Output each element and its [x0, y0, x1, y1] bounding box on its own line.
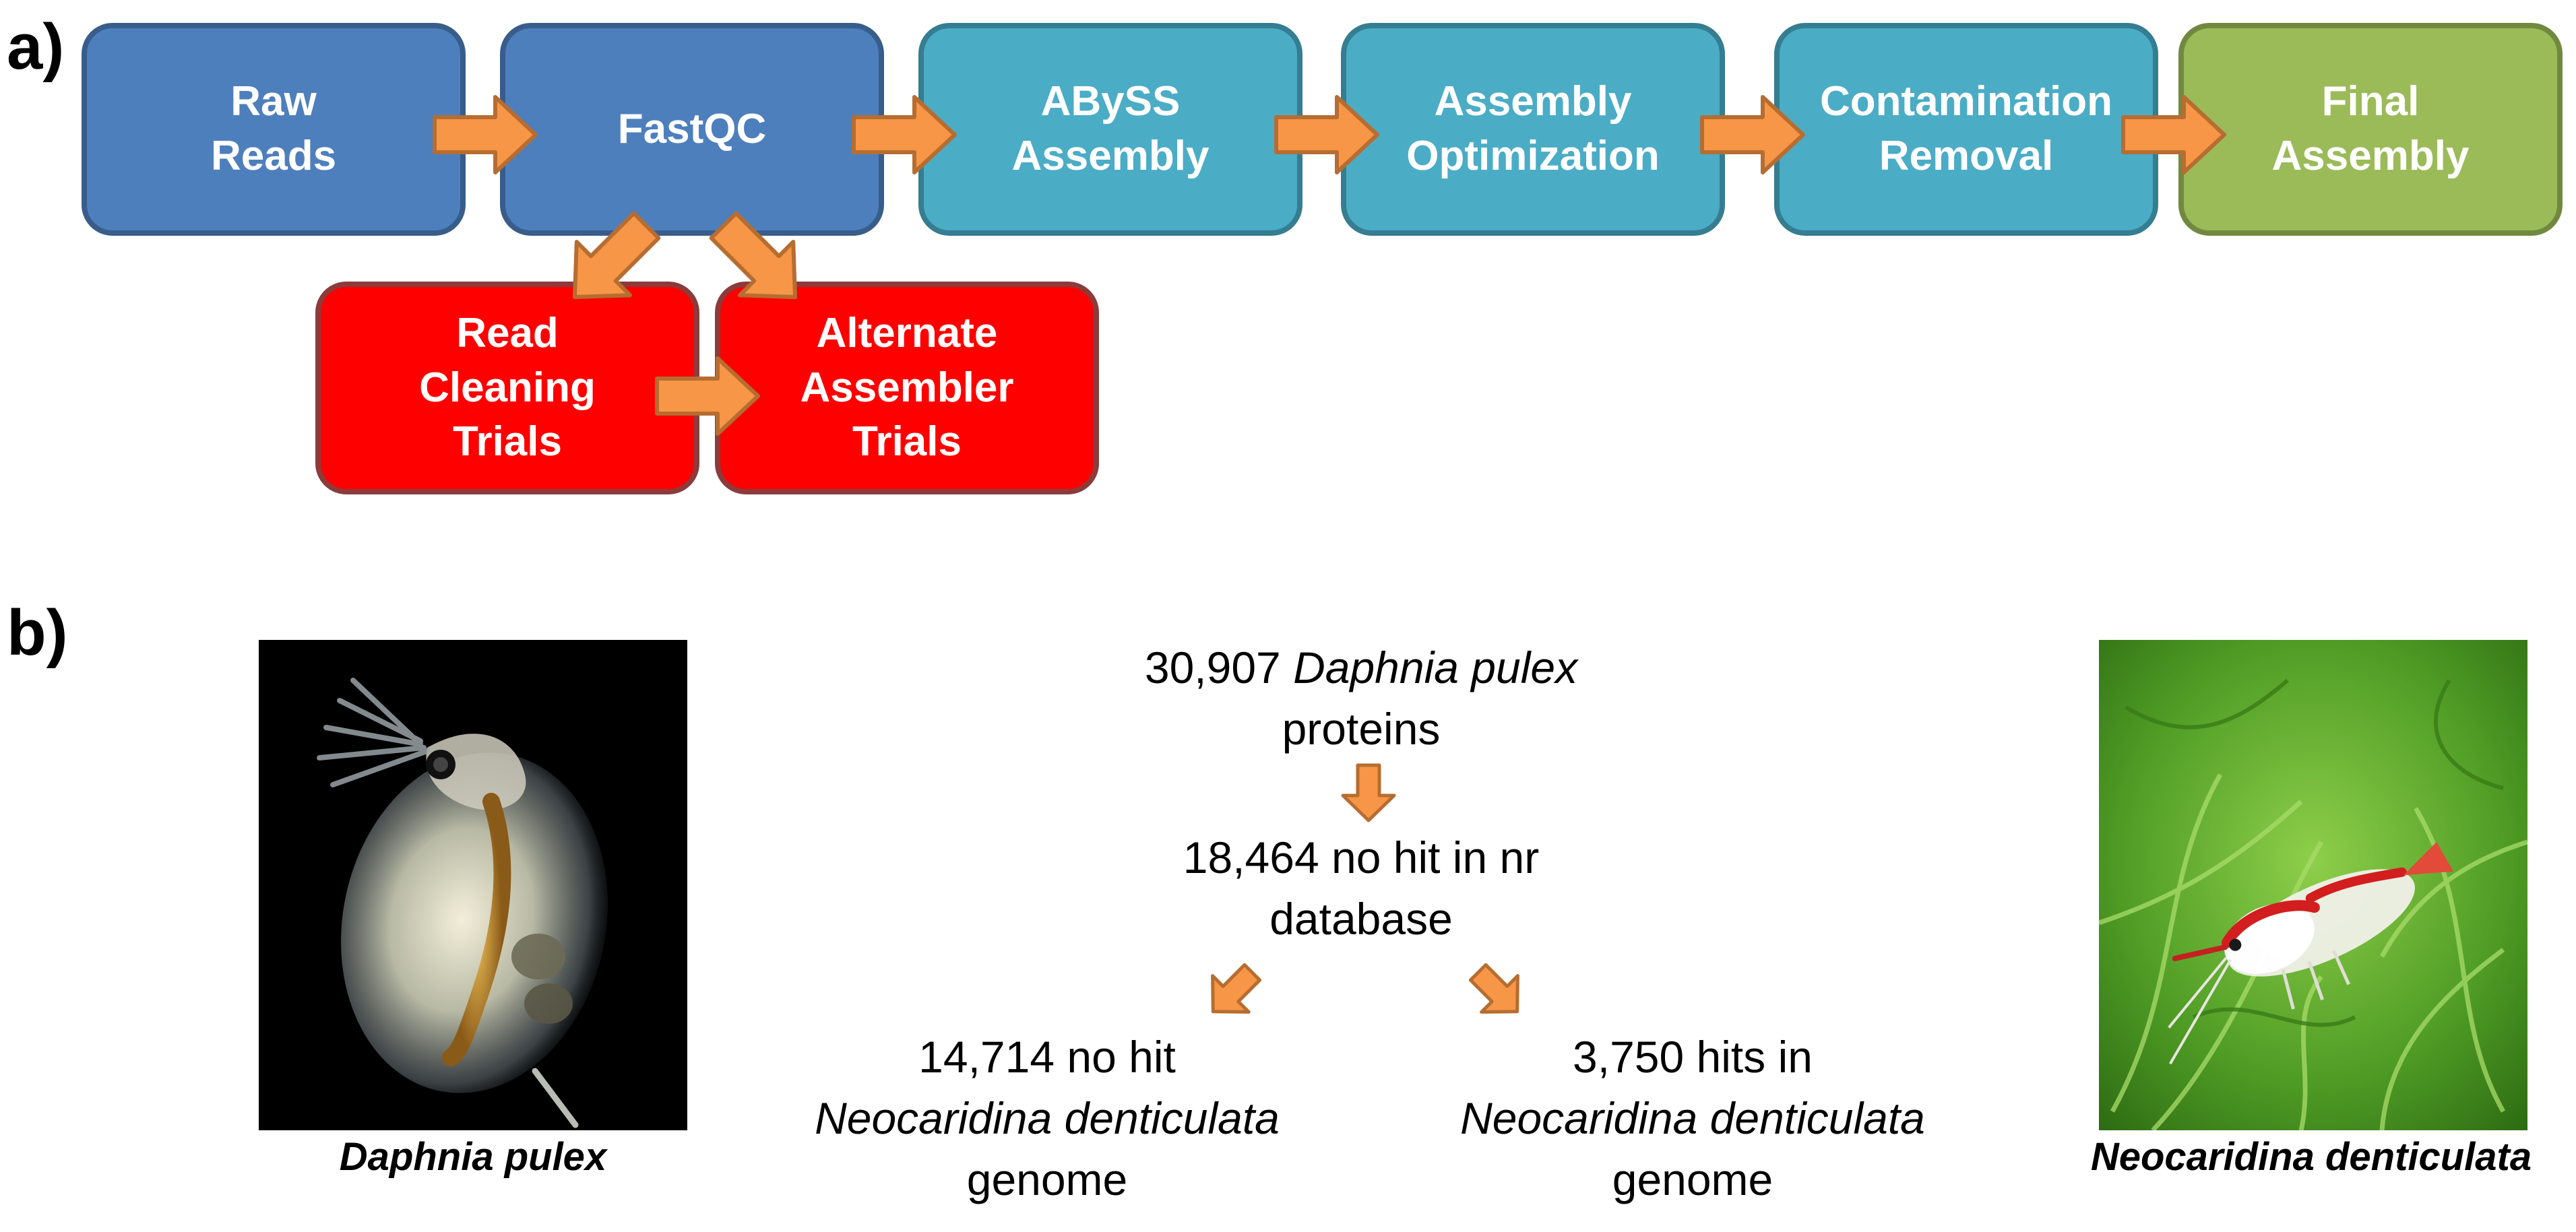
proteins-count: 30,907 — [1144, 643, 1294, 692]
contamination-removal-label: Contamination Removal — [1820, 78, 2112, 179]
nr-database-text: 18,464 no hit in nr database — [1085, 827, 1637, 950]
no-hit-genome-label: genome — [966, 1155, 1128, 1205]
contamination-removal-box: Contamination Removal — [1774, 23, 2158, 236]
arrow-fastqc-to-abyss — [854, 97, 955, 172]
fastqc-label: FastQC — [617, 105, 767, 152]
hits-genome-label: genome — [1612, 1155, 1773, 1205]
panel-b-label: b) — [7, 597, 68, 669]
arrow-read-cleaning-to-alternate — [657, 358, 758, 434]
no-hit-species: Neocaridina denticulata — [815, 1093, 1280, 1144]
assembly-optimization-box: Assembly Optimization — [1341, 23, 1725, 236]
hits-genome-text: 3,750 hits in Neocaridina denticulata ge… — [1389, 1027, 1996, 1210]
alternate-assembler-trials-box: Alternate Assembler Trials — [715, 282, 1099, 494]
arrow-nr-to-no-hit — [1195, 954, 1270, 1030]
arrow-nr-to-hits — [1460, 954, 1536, 1030]
proteins-species: Daphnia pulex — [1293, 643, 1578, 692]
assembly-optimization-label: Assembly Optimization — [1406, 78, 1660, 179]
alternate-assembler-trials-label: Alternate Assembler Trials — [800, 310, 1014, 465]
fastqc-box: FastQC — [500, 23, 884, 236]
proteins-label: proteins — [1282, 704, 1441, 754]
daphnia-caption: Daphnia pulex — [339, 1135, 607, 1179]
raw-reads-box: Raw Reads — [82, 23, 466, 236]
arrow-contamination-to-final — [2123, 97, 2224, 172]
hits-species: Neocaridina denticulata — [1460, 1093, 1925, 1144]
read-cleaning-trials-label: Read Cleaning Trials — [419, 310, 596, 465]
abyss-assembly-box: ABySS Assembly — [918, 23, 1302, 236]
daphnia-photo — [259, 640, 687, 1130]
abyss-assembly-label: ABySS Assembly — [1011, 78, 1210, 179]
final-assembly-box: Final Assembly — [2178, 23, 2563, 236]
final-assembly-label: Final Assembly — [2271, 78, 2470, 179]
arrow-proteins-to-nr — [1343, 765, 1394, 820]
hits-count: 3,750 hits in — [1573, 1032, 1813, 1082]
arrow-fastqc-to-alternate-assembler — [697, 199, 821, 323]
raw-reads-label: Raw Reads — [210, 78, 337, 179]
arrow-optimization-to-contamination — [1702, 97, 1803, 172]
proteins-count-text: 30,907 Daphnia pulex proteins — [1085, 637, 1637, 760]
read-cleaning-trials-box: Read Cleaning Trials — [315, 282, 699, 494]
arrow-fastqc-to-read-cleaning — [548, 199, 672, 323]
neocaridina-photo — [2099, 640, 2527, 1130]
nr-no-hit-line: 18,464 no hit in nr — [1183, 833, 1540, 882]
arrow-raw-to-fastqc — [435, 97, 536, 172]
arrow-abyss-to-optimization — [1276, 97, 1377, 172]
no-hit-count: 14,714 no hit — [918, 1032, 1176, 1082]
neocaridina-caption: Neocaridina denticulata — [2090, 1135, 2532, 1179]
nr-database-line: database — [1269, 894, 1453, 944]
no-hit-genome-text: 14,714 no hit Neocaridina denticulata ge… — [744, 1027, 1350, 1210]
panel-a-label: a) — [7, 11, 65, 83]
